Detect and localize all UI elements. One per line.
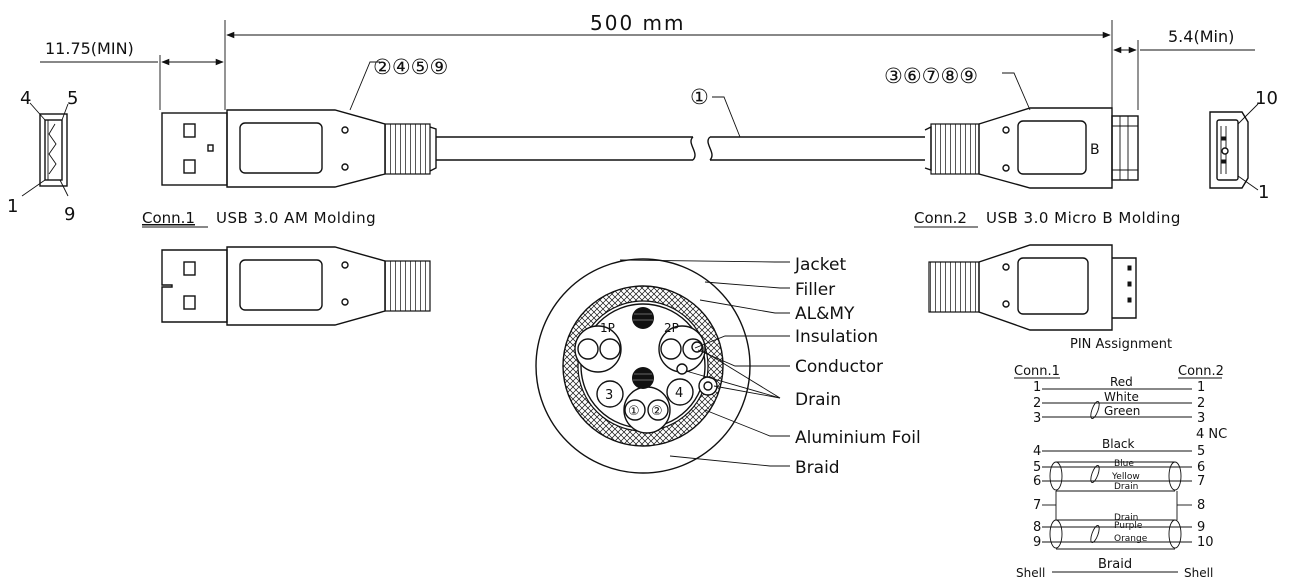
pa-wire-drain-2: Drain <box>1114 513 1138 523</box>
pa-wire-braid: Braid <box>1098 557 1132 572</box>
pin-label-9: 9 <box>64 204 75 225</box>
pa-right-8: 8 <box>1197 498 1205 513</box>
conn1-id: Conn.1 <box>142 209 195 227</box>
pa-left-7: 7 <box>1033 498 1041 513</box>
pa-wire-purple: Purple <box>1114 521 1143 531</box>
cable-cross-section: 1P 2P 3 4 ① ② Jacket Filler AL&MY Insula… <box>535 255 921 478</box>
label-foil: Aluminium Foil <box>795 428 921 448</box>
pa-wire-blue: Blue <box>1114 459 1134 469</box>
micro-b-mark: B <box>1090 142 1100 158</box>
pin-label-4: 4 <box>20 88 31 109</box>
pa-nc: 4 NC <box>1196 427 1227 442</box>
conn2-header: Conn.2 <box>1178 364 1224 379</box>
usb-a-connector <box>161 109 437 188</box>
length-label: 500 mm <box>590 11 686 35</box>
pa-left-shell: Shell <box>1016 566 1045 580</box>
pa-right-6: 6 <box>1197 460 1205 475</box>
micro-b-face-view: 10 1 <box>1209 88 1278 203</box>
conn1-desc: USB 3.0 AM Molding <box>216 209 376 227</box>
pa-left-8: 8 <box>1033 520 1041 535</box>
svg-text:③⑥⑦⑧⑨: ③⑥⑦⑧⑨ <box>884 64 978 88</box>
label-insulation: Insulation <box>795 327 878 347</box>
pa-left-1: 1 <box>1033 380 1041 395</box>
label-drain: Drain <box>795 390 841 410</box>
usb-a-top-view <box>161 246 431 326</box>
pin-label-5: 5 <box>67 88 78 109</box>
conn1-caption: Conn.1 USB 3.0 AM Molding <box>142 209 376 228</box>
pa-left-2: 2 <box>1033 396 1041 411</box>
pa-right-shell: Shell <box>1184 566 1213 580</box>
pair-label-1p: 1P <box>600 321 615 335</box>
callout-right: ③⑥⑦⑧⑨ <box>884 64 1031 111</box>
pa-right-5: 5 <box>1197 444 1205 459</box>
pa-wire-white: White <box>1104 390 1139 404</box>
pa-wire-green: Green <box>1104 404 1140 418</box>
left-min-label: 11.75(MIN) <box>45 39 134 58</box>
single-label-4: 4 <box>675 386 683 401</box>
pin-label-1: 1 <box>7 196 18 217</box>
pa-left-3: 3 <box>1033 411 1041 426</box>
pa-right-9: 9 <box>1197 520 1205 535</box>
pin-label-10: 10 <box>1255 88 1278 109</box>
pair-label-2p: 2P <box>664 321 679 335</box>
pa-wire-red: Red <box>1110 375 1133 389</box>
pa-right-7: 7 <box>1197 474 1205 489</box>
label-almy: AL&MY <box>795 304 855 324</box>
pa-wire-drain-1: Drain <box>1114 482 1138 492</box>
pa-left-6: 6 <box>1033 474 1041 489</box>
callout-left: ②④⑤⑨ <box>349 55 448 111</box>
right-min-dimension: 5.4(Min) <box>1113 27 1255 110</box>
label-jacket: Jacket <box>794 255 846 275</box>
pa-right-2: 2 <box>1197 396 1205 411</box>
cable <box>436 136 925 161</box>
pa-right-10: 10 <box>1197 535 1214 550</box>
micro-b-connector: B <box>924 107 1139 189</box>
callout-cable: ① <box>690 85 741 138</box>
single-label-3: 3 <box>605 388 613 403</box>
pa-wire-yellow: Yellow <box>1111 472 1140 482</box>
pa-right-1: 1 <box>1197 380 1205 395</box>
micro-b-top-view <box>928 244 1137 331</box>
pair-label-c2: ② <box>651 404 663 419</box>
conn2-desc: USB 3.0 Micro B Molding <box>986 209 1181 227</box>
length-dimension: 500 mm <box>224 11 1113 110</box>
label-braid: Braid <box>795 458 840 478</box>
pa-wire-black: Black <box>1102 437 1135 451</box>
pa-left-4: 4 <box>1033 444 1041 459</box>
label-filler: Filler <box>795 280 835 300</box>
pin-assignment-title: PIN Assignment <box>1070 337 1172 352</box>
conn2-id: Conn.2 <box>914 209 967 227</box>
pair-label-c1: ① <box>628 404 640 419</box>
pa-left-9: 9 <box>1033 535 1041 550</box>
pin-assignment-table: PIN Assignment Conn.1 Conn.2 1 Red 1 2 W… <box>1014 337 1227 580</box>
usb-a-face-view: 4 5 1 9 <box>7 88 78 225</box>
pin-label-1-right: 1 <box>1258 182 1269 203</box>
right-min-label: 5.4(Min) <box>1168 27 1234 46</box>
pa-right-3: 3 <box>1197 411 1205 426</box>
pa-wire-orange: Orange <box>1114 534 1148 544</box>
svg-text:②④⑤⑨: ②④⑤⑨ <box>373 55 448 79</box>
svg-text:①: ① <box>690 85 709 109</box>
label-conductor: Conductor <box>795 357 883 377</box>
left-min-dimension: 11.75(MIN) <box>40 39 224 110</box>
pa-left-5: 5 <box>1033 460 1041 475</box>
conn1-header: Conn.1 <box>1014 364 1060 379</box>
conn2-caption: Conn.2 USB 3.0 Micro B Molding <box>914 209 1181 228</box>
